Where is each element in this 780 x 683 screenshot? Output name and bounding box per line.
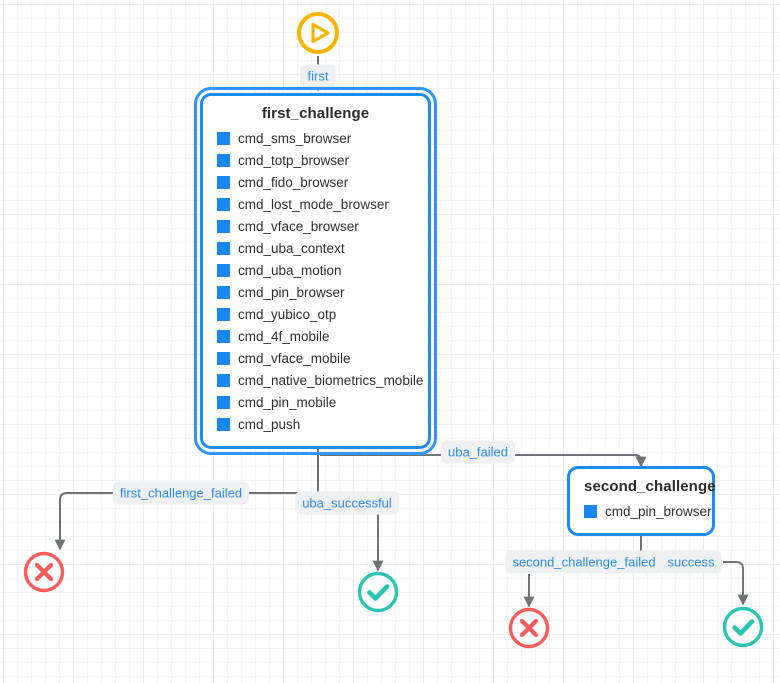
command-bullet-icon bbox=[217, 241, 230, 255]
command-row[interactable]: cmd_fido_browser bbox=[217, 171, 414, 193]
terminal-node-ok-mid[interactable] bbox=[356, 570, 400, 614]
success-circle-icon bbox=[722, 606, 764, 648]
command-label: cmd_4f_mobile bbox=[238, 328, 330, 344]
command-bullet-icon bbox=[217, 351, 230, 365]
edge-label-first-challenge-failed[interactable]: first_challenge_failed bbox=[112, 481, 250, 505]
command-label: cmd_uba_context bbox=[238, 240, 345, 256]
command-bullet-icon bbox=[217, 307, 230, 321]
command-label: cmd_sms_browser bbox=[238, 130, 352, 146]
node-title: first_challenge bbox=[261, 105, 370, 122]
terminal-node-fail-right[interactable] bbox=[507, 606, 551, 650]
command-label: cmd_totp_browser bbox=[238, 152, 350, 168]
command-label: cmd_pin_browser bbox=[605, 503, 712, 519]
command-label: cmd_pin_browser bbox=[238, 284, 345, 300]
command-label: cmd_uba_motion bbox=[238, 262, 342, 278]
play-icon bbox=[297, 12, 339, 54]
command-bullet-icon bbox=[217, 373, 230, 387]
command-row[interactable]: cmd_uba_motion bbox=[217, 259, 414, 281]
node-second-challenge[interactable]: second_challenge cmd_pin_browser bbox=[567, 466, 716, 536]
command-row[interactable]: cmd_totp_browser bbox=[217, 149, 414, 171]
command-row[interactable]: cmd_pin_mobile bbox=[217, 391, 414, 413]
command-bullet-icon bbox=[217, 395, 230, 409]
command-row[interactable]: cmd_vface_mobile bbox=[217, 347, 414, 369]
command-label: cmd_native_biometrics_mobile bbox=[238, 372, 424, 388]
node-title: second_challenge bbox=[584, 478, 716, 495]
command-bullet-icon bbox=[217, 285, 230, 299]
command-row[interactable]: cmd_sms_browser bbox=[217, 127, 414, 149]
command-row[interactable]: cmd_push bbox=[217, 413, 414, 435]
command-bullet-icon bbox=[217, 175, 230, 189]
edge-label-uba-successful[interactable]: uba_successful bbox=[295, 491, 399, 515]
node-first-challenge[interactable]: first_challenge cmd_sms_browser cmd_totp_… bbox=[194, 87, 437, 455]
command-label: cmd_push bbox=[238, 416, 301, 432]
command-bullet-icon bbox=[217, 131, 230, 145]
command-label: cmd_yubico_otp bbox=[238, 306, 337, 322]
start-node[interactable] bbox=[296, 11, 340, 55]
error-circle-icon bbox=[508, 607, 550, 649]
command-row[interactable]: cmd_yubico_otp bbox=[217, 303, 414, 325]
command-label: cmd_fido_browser bbox=[238, 174, 349, 190]
success-circle-icon bbox=[357, 571, 399, 613]
edge-label-second-challenge-failed[interactable]: second_challenge_failed bbox=[505, 550, 663, 574]
command-bullet-icon bbox=[217, 197, 230, 211]
edge-success bbox=[723, 561, 749, 606]
command-bullet-icon bbox=[217, 263, 230, 277]
command-label: cmd_vface_mobile bbox=[238, 350, 351, 366]
command-row[interactable]: cmd_pin_browser bbox=[584, 500, 712, 522]
command-bullet-icon bbox=[217, 329, 230, 343]
command-list: cmd_sms_browser cmd_totp_browser cmd_fido_… bbox=[217, 127, 423, 435]
command-bullet-icon bbox=[584, 504, 597, 518]
command-row[interactable]: cmd_vface_browser bbox=[217, 215, 414, 237]
command-bullet-icon bbox=[217, 219, 230, 233]
error-circle-icon bbox=[23, 551, 65, 593]
command-list: cmd_pin_browser bbox=[584, 500, 712, 522]
command-row[interactable]: cmd_lost_mode_browser bbox=[217, 193, 414, 215]
command-row[interactable]: cmd_uba_context bbox=[217, 237, 414, 259]
command-label: cmd_vface_browser bbox=[238, 218, 359, 234]
terminal-node-fail-left[interactable] bbox=[22, 550, 66, 594]
command-label: cmd_lost_mode_browser bbox=[238, 196, 389, 212]
edge-label-first[interactable]: first bbox=[300, 64, 336, 88]
command-row[interactable]: cmd_4f_mobile bbox=[217, 325, 414, 347]
command-label: cmd_pin_mobile bbox=[238, 394, 337, 410]
command-row[interactable]: cmd_native_biometrics_mobile bbox=[217, 369, 423, 391]
command-row[interactable]: cmd_pin_browser bbox=[217, 281, 414, 303]
edge-label-success[interactable]: success bbox=[660, 550, 722, 574]
command-bullet-icon bbox=[217, 153, 230, 167]
command-bullet-icon bbox=[217, 417, 230, 431]
edge-label-uba-failed[interactable]: uba_failed bbox=[441, 440, 515, 464]
terminal-node-ok-right[interactable] bbox=[721, 605, 765, 649]
